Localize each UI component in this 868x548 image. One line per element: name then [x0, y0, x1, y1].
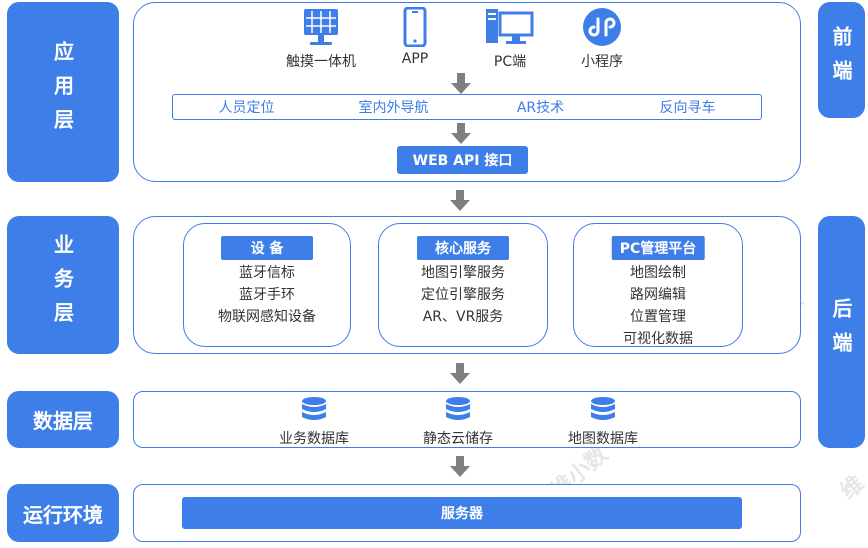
group-item: 蓝牙手环 — [239, 287, 295, 303]
server-bar: 服务器 — [182, 497, 742, 529]
group-item: 位置管理 — [630, 309, 686, 325]
group-item: 地图引擎服务 — [421, 265, 505, 281]
feature-item: 反向寻车 — [659, 100, 716, 116]
smartphone-icon — [403, 7, 427, 47]
layer-label-runtime: 运行环境 — [7, 484, 119, 542]
db-label: 静态云储存 — [423, 431, 493, 447]
touch-kiosk-icon — [304, 9, 338, 45]
group-item: 地图绘制 — [630, 265, 686, 281]
group-item: AR、VR服务 — [422, 309, 504, 325]
db-business: 业务数据库 — [254, 396, 374, 448]
group-title: PC管理平台 — [611, 236, 705, 260]
watermark: 维 — [836, 471, 868, 505]
layer-label-data: 数据层 — [7, 391, 119, 448]
down-arrow-icon — [450, 363, 470, 384]
client-app: APP — [374, 7, 456, 67]
group-items: 地图引擎服务 定位引擎服务 AR、VR服务 — [379, 262, 547, 328]
feature-item: AR技术 — [516, 100, 565, 116]
down-arrow-icon — [450, 190, 470, 211]
group-pc-platform: PC管理平台 地图绘制 路网编辑 位置管理 可视化数据 — [573, 223, 743, 347]
client-mini-program: 小程序 — [559, 7, 645, 71]
database-icon — [591, 397, 615, 420]
client-label: PC端 — [493, 54, 527, 70]
group-item: 路网编辑 — [630, 287, 686, 303]
group-title: 设 备 — [221, 236, 313, 260]
web-api-interface: WEB API 接口 — [397, 146, 528, 174]
group-item: 物联网感知设备 — [218, 309, 316, 325]
group-item: 定位引擎服务 — [421, 287, 505, 303]
down-arrow-icon — [450, 456, 470, 477]
side-label-frontend: 前端 — [818, 2, 865, 118]
layer-label-business: 业务层 — [7, 216, 119, 354]
client-label: 触摸一体机 — [286, 54, 356, 70]
group-item: 蓝牙信标 — [239, 265, 295, 281]
desktop-pc-icon — [486, 9, 534, 44]
feature-bar: 人员定位 室内外导航 AR技术 反向寻车 — [172, 94, 762, 120]
group-core-services: 核心服务 地图引擎服务 定位引擎服务 AR、VR服务 — [378, 223, 548, 347]
mini-program-icon — [583, 8, 621, 46]
down-arrow-icon — [451, 73, 471, 94]
client-label: APP — [401, 51, 429, 67]
db-static-cloud: 静态云储存 — [398, 396, 518, 448]
db-map: 地图数据库 — [543, 396, 663, 448]
data-layer-panel: 业务数据库 静态云储存 地图数据库 — [133, 391, 801, 448]
group-title: 核心服务 — [417, 236, 509, 260]
client-pc: PC端 — [467, 7, 553, 71]
feature-item: 人员定位 — [218, 100, 275, 116]
database-icon — [446, 397, 470, 420]
group-item: 可视化数据 — [623, 331, 693, 347]
app-layer-panel: 触摸一体机 APP PC端 小程序 人员定位 室内外导航 AR技术 — [133, 2, 801, 182]
layer-label-app: 应用层 — [7, 2, 119, 182]
side-label-backend: 后端 — [818, 216, 865, 448]
business-layer-panel: 设 备 蓝牙信标 蓝牙手环 物联网感知设备 核心服务 地图引擎服务 定位引擎服务… — [133, 216, 801, 354]
client-touch-kiosk: 触摸一体机 — [276, 7, 366, 71]
group-items: 地图绘制 路网编辑 位置管理 可视化数据 — [574, 262, 742, 350]
client-label: 小程序 — [581, 54, 623, 70]
group-items: 蓝牙信标 蓝牙手环 物联网感知设备 — [184, 262, 350, 328]
runtime-layer-panel: 服务器 — [133, 484, 801, 542]
database-icon — [302, 397, 326, 420]
feature-item: 室内外导航 — [358, 100, 429, 116]
group-device: 设 备 蓝牙信标 蓝牙手环 物联网感知设备 — [183, 223, 351, 347]
db-label: 业务数据库 — [279, 431, 349, 447]
down-arrow-icon — [451, 123, 471, 144]
db-label: 地图数据库 — [568, 431, 638, 447]
